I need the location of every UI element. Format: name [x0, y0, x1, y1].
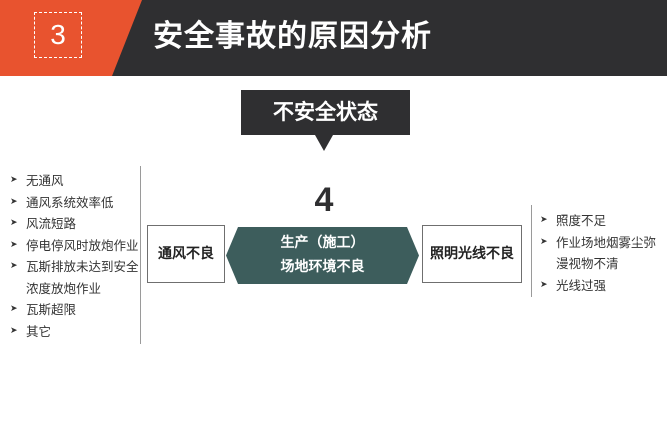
arrow-bullet-icon: ➤: [540, 279, 548, 290]
state-badge-pointer: [315, 135, 333, 151]
arrow-bullet-icon: ➤: [10, 325, 18, 336]
page-title: 安全事故的原因分析: [153, 19, 432, 54]
list-item: ➤瓦斯排放未达到安全: [10, 256, 142, 278]
list-item: ➤作业场地烟雾尘弥: [540, 232, 662, 254]
list-item: ➤光线过强: [540, 275, 662, 297]
arrow-bullet-icon: ➤: [10, 218, 18, 228]
arrow-bullet-icon: ➤: [10, 196, 18, 207]
list-item: ➤照度不足: [540, 210, 662, 232]
list-item: ➤风流短路: [10, 213, 142, 235]
list-item: ➤其它: [10, 321, 142, 343]
list-item: ➤瓦斯超限: [10, 299, 142, 321]
header-bar: 3 安全事故的原因分析: [0, 0, 667, 76]
arrow-bullet-icon: ➤: [540, 215, 548, 225]
arrow-bullet-icon: ➤: [540, 236, 548, 247]
right-cause-list: ➤照度不足 ➤作业场地烟雾尘弥 漫视物不清 ➤光线过强: [540, 210, 662, 296]
right-divider: [531, 205, 532, 297]
arrow-bullet-icon: ➤: [10, 239, 18, 250]
list-item-continuation: 漫视物不清: [556, 256, 619, 271]
lighting-factor-box: 照明光线不良: [422, 225, 522, 283]
arrow-bullet-icon: ➤: [10, 261, 18, 271]
arrow-bullet-icon: ➤: [10, 304, 18, 314]
list-item: ➤无通风: [10, 170, 142, 192]
center-banner-line2: 场地环境不良: [280, 259, 365, 275]
center-banner: 生产（施工） 场地环境不良: [226, 227, 419, 284]
center-banner-line1: 生产（施工）: [280, 235, 365, 251]
list-item-continuation: 浓度放炮作业: [26, 280, 102, 296]
state-badge: 不安全状态: [241, 90, 410, 135]
ventilation-factor-box: 通风不良: [147, 225, 225, 283]
left-cause-list: ➤无通风 ➤通风系统效率低 ➤风流短路 ➤停电停风时放炮作业 ➤瓦斯排放未达到安…: [10, 170, 142, 342]
big-number: 4: [314, 181, 334, 219]
arrow-bullet-icon: ➤: [10, 175, 18, 185]
section-number: 3: [34, 12, 82, 58]
list-item: ➤通风系统效率低: [10, 192, 142, 214]
list-item: ➤停电停风时放炮作业: [10, 235, 142, 257]
left-divider: [140, 166, 141, 344]
